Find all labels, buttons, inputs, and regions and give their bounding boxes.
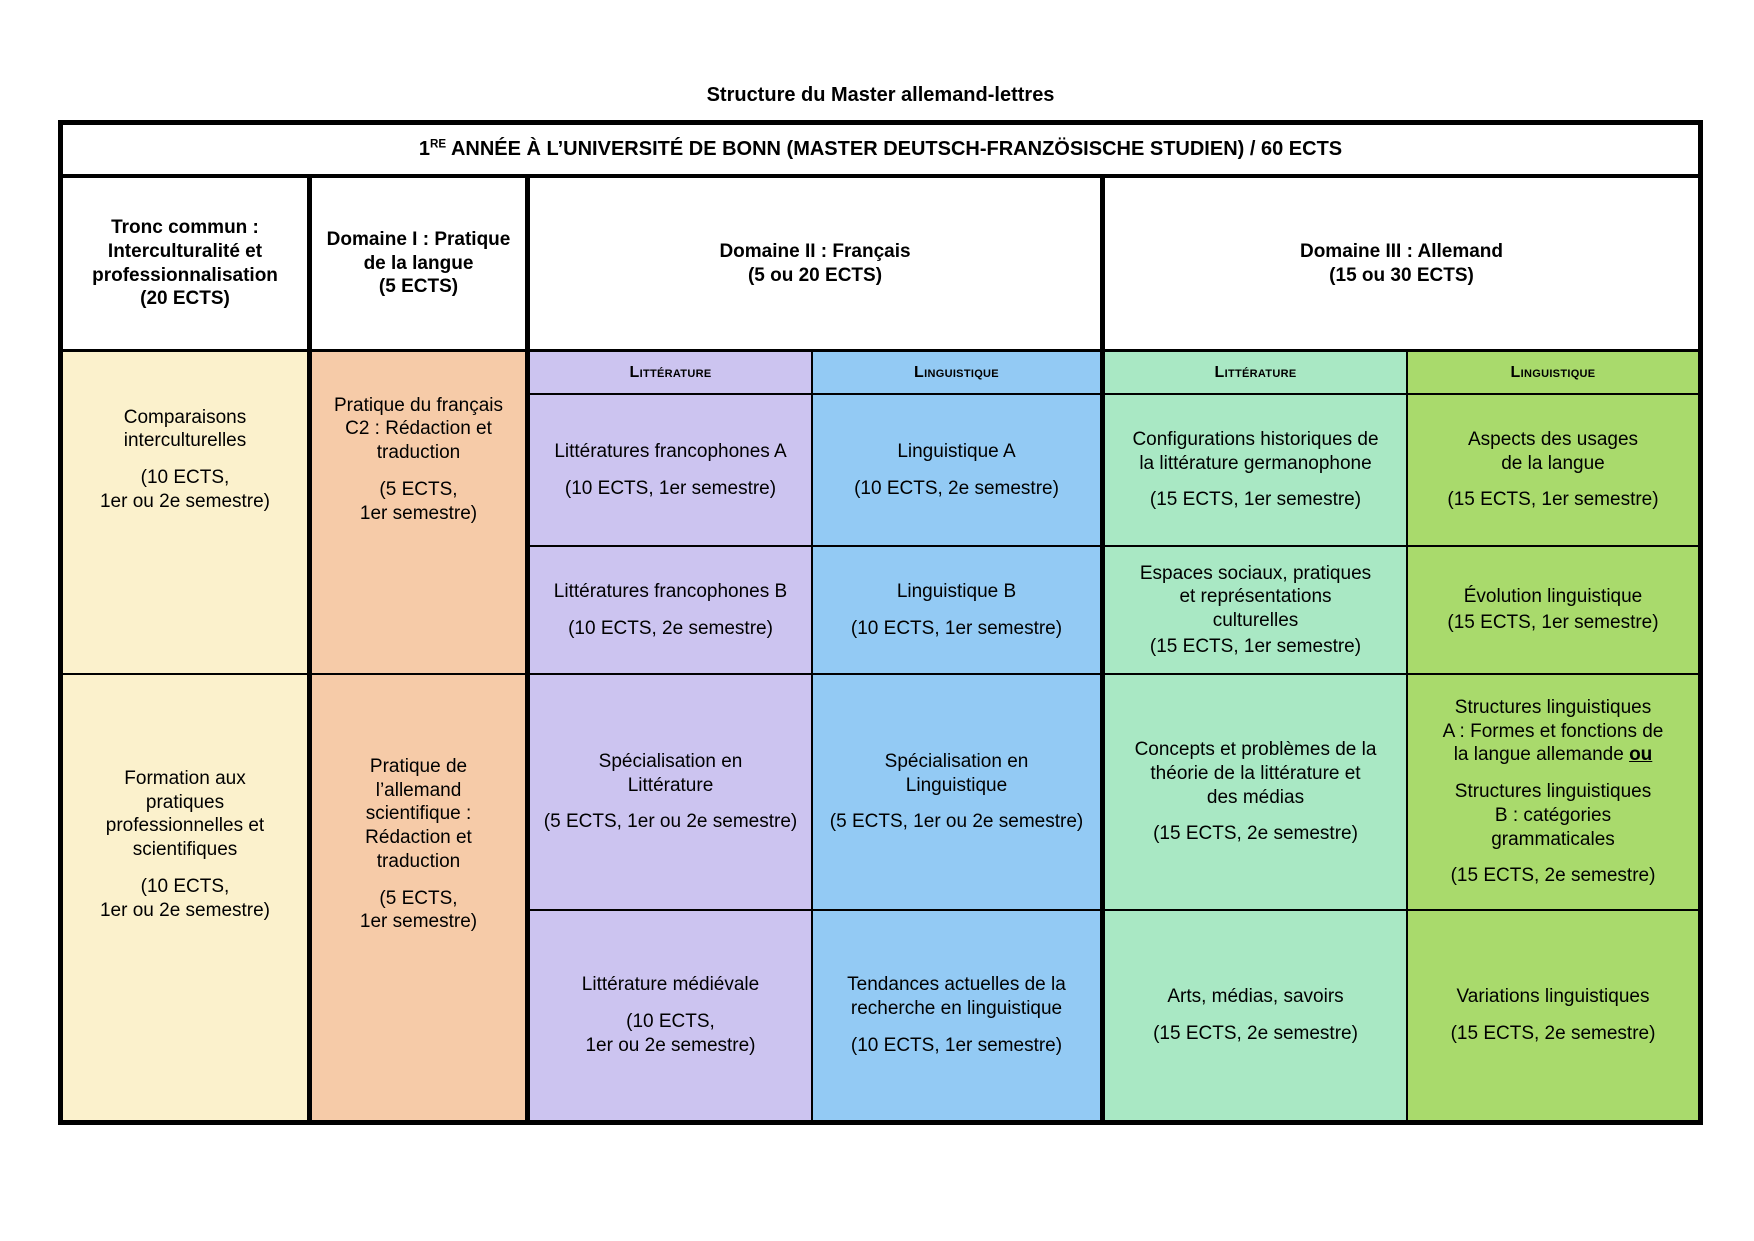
cell-litterature-medievale: Littérature médiévale (10 ECTS, 1er ou 2… [530,911,813,1120]
course-credits: (10 ECTS, 1er ou 2e semestre) [585,1011,756,1056]
course-credits: (15 ECTS, 1er semestre) [1447,612,1659,633]
course-credits: (10 ECTS, 1er ou 2e semestre) [99,467,271,512]
course-credits: (10 ECTS, 1er semestre) [564,477,777,499]
course-credits: (15 ECTS, 1er semestre) [1149,635,1362,657]
header-domaine-1: Domaine I : Pratique de la langue (5 ECT… [312,178,530,352]
course-title: Configurations historiques de la littéra… [1132,428,1379,474]
course-credits: (15 ECTS, 2e semestre) [1450,1023,1656,1044]
course-title: Littératures francophones A [554,440,787,462]
course-credits: (15 ECTS, 1er semestre) [1447,489,1659,511]
course-title: Formation aux pratiques professionnelles… [105,767,265,860]
course-title: Structures linguistiques A : Formes et f… [1443,696,1664,767]
cell-configurations-historiques: Configurations historiques de la littéra… [1105,395,1408,547]
cell-aspects-des-usages: Aspects des usages de la langue (15 ECTS… [1408,395,1698,547]
course-title: Pratique de l’allemand scientifique : Ré… [365,755,472,872]
course-credits: (15 ECTS, 2e semestre) [1450,865,1656,887]
course-credits: (15 ECTS, 1er semestre) [1149,489,1362,511]
course-title-alt: Structures linguistiques B : catégories … [1454,781,1652,850]
course-title: Variations linguistiques [1456,986,1650,1008]
course-credits: (15 ECTS, 2e semestre) [1153,1023,1358,1044]
course-title: Spécialisation en Littérature [598,750,743,796]
subheader-litterature-francais: Littérature [530,352,813,395]
course-title: Concepts et problèmes de la théorie de l… [1134,739,1377,808]
banner-year-text: ANNÉE À L’UNIVERSITÉ DE BONN (MASTER DEU… [450,138,1343,160]
header-tronc-commun: Tronc commun : Interculturalité et profe… [63,178,312,352]
course-title: Évolution linguistique [1463,586,1643,608]
cell-formation-pratiques: Formation aux pratiques professionnelles… [63,675,312,1120]
ou-connector: ou [1629,744,1653,766]
cell-pratique-francais-c2: Pratique du français C2 : Rédaction et t… [312,352,530,675]
course-title: Espaces sociaux, pratiques et représenta… [1139,562,1372,632]
header-domaine-3: Domaine III : Allemand (15 ou 30 ECTS) [1105,178,1698,352]
course-title: Arts, médias, savoirs [1167,986,1344,1008]
subheader-linguistique-allemand: Linguistique [1408,352,1698,395]
course-credits: (5 ECTS, 1er semestre) [359,478,478,524]
cell-linguistique-a: Linguistique A (10 ECTS, 2e semestre) [813,395,1105,547]
course-title: Littérature médiévale [581,974,760,996]
header-domaine-2: Domaine II : Français (5 ou 20 ECTS) [530,178,1105,352]
cell-variations-linguistiques: Variations linguistiques (15 ECTS, 2e se… [1408,911,1698,1120]
cell-tendances-actuelles-linguistique: Tendances actuelles de la recherche en l… [813,911,1105,1120]
course-credits: (10 ECTS, 1er ou 2e semestre) [99,875,271,921]
cell-pratique-allemand-scientifique: Pratique de l’allemand scientifique : Ré… [312,675,530,1120]
course-title: Linguistique B [896,580,1017,602]
subheader-linguistique-francais: Linguistique [813,352,1105,395]
banner-text: 1RE ANNÉE À L’UNIVERSITÉ DE BONN (MASTER… [419,137,1342,162]
course-credits: (5 ECTS, 1er semestre) [359,887,478,933]
course-title: Littératures francophones B [553,580,788,602]
course-credits: (15 ECTS, 2e semestre) [1153,823,1358,845]
cell-linguistique-b: Linguistique B (10 ECTS, 1er semestre) [813,547,1105,675]
cell-specialisation-litterature: Spécialisation en Littérature (5 ECTS, 1… [530,675,813,911]
course-title: Linguistique A [897,440,1016,462]
cell-comparaisons-interculturelles: Comparaisons interculturelles (10 ECTS, … [63,352,312,675]
cell-espaces-sociaux: Espaces sociaux, pratiques et représenta… [1105,547,1408,675]
course-title: Tendances actuelles de la recherche en l… [847,974,1066,1020]
banner-year-ordinal: RE [430,137,447,151]
course-title: Pratique du français C2 : Rédaction et t… [334,394,503,464]
cell-evolution-linguistique: Évolution linguistique (15 ECTS, 1er sem… [1408,547,1698,675]
course-title: Aspects des usages de la langue [1467,428,1639,474]
course-credits: (5 ECTS, 1er ou 2e semestre) [829,811,1084,833]
course-credits: (5 ECTS, 1er ou 2e semestre) [543,811,798,833]
cell-litteratures-francophones-a: Littératures francophones A (10 ECTS, 1e… [530,395,813,547]
course-title: Spécialisation en Linguistique [884,750,1029,796]
cell-concepts-problemes-theorie: Concepts et problèmes de la théorie de l… [1105,675,1408,911]
table-banner: 1RE ANNÉE À L’UNIVERSITÉ DE BONN (MASTER… [63,125,1698,178]
cell-structures-linguistiques: Structures linguistiques A : Formes et f… [1408,675,1698,911]
page-title: Structure du Master allemand-lettres [706,84,1055,106]
course-credits: (10 ECTS, 2e semestre) [854,477,1059,499]
cell-arts-medias-savoirs: Arts, médias, savoirs (15 ECTS, 2e semes… [1105,911,1408,1120]
course-credits: (10 ECTS, 2e semestre) [568,617,773,639]
course-credits: (10 ECTS, 1er semestre) [850,617,1063,639]
program-structure-table: 1RE ANNÉE À L’UNIVERSITÉ DE BONN (MASTER… [58,120,1703,1125]
course-credits: (10 ECTS, 1er semestre) [850,1034,1063,1056]
cell-litteratures-francophones-b: Littératures francophones B (10 ECTS, 2e… [530,547,813,675]
subheader-litterature-allemand: Littérature [1105,352,1408,395]
course-title: Comparaisons interculturelles [123,406,247,452]
cell-specialisation-linguistique: Spécialisation en Linguistique (5 ECTS, … [813,675,1105,911]
structures-a-text: Structures linguistiques A : Formes et f… [1442,696,1664,766]
banner-year-number: 1 [418,138,430,160]
